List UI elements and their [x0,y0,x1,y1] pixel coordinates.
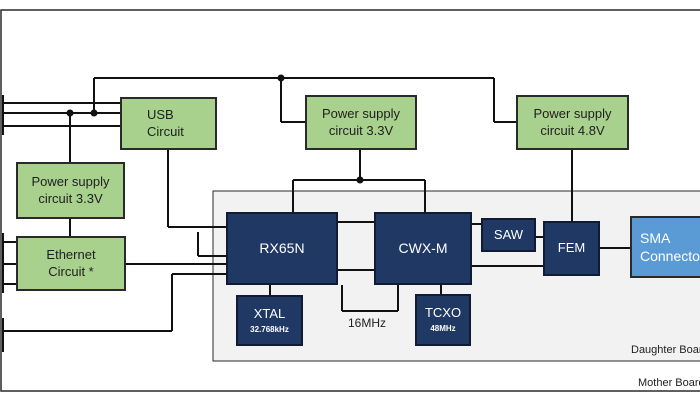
junction-dot [90,109,98,117]
power-supply-left-block: Power supply circuit 3.3V [16,162,125,219]
rx65n-label: RX65N [259,240,305,257]
fem-block: FEM [543,221,600,276]
clock-frequency-label: 16MHz [348,316,387,330]
power-supply-left-line1: Power supply [31,173,110,189]
cwx-m-block: CWX-M [374,212,472,285]
tcxo-frequency: 48MHz [430,324,456,334]
fem-label: FEM [557,240,586,256]
mother-board-label: Mother Board [638,377,700,389]
saw-block: SAW [481,218,536,252]
sma-connector-block: SMA Connector [630,216,700,278]
ethernet-circuit-line1: Ethernet [46,246,96,262]
ethernet-circuit-line2: Circuit * [48,263,94,279]
power-supply-right-line2: circuit 4.8V [540,122,605,138]
xtal-label: XTAL [253,305,286,321]
xtal-frequency: 32.768kHz [250,324,289,334]
tcxo-label: TCXO [424,305,462,321]
saw-label: SAW [493,226,524,242]
rx65n-block: RX65N [226,212,338,285]
daughter-board-label: Daughter Board [631,344,700,356]
mother-board-frame [0,9,700,392]
power-supply-mid-line2: circuit 3.3V [328,122,394,138]
junction-dot [66,109,74,117]
ethernet-circuit-block: Ethernet Circuit * [16,236,126,291]
cwx-m-label: CWX-M [398,240,448,257]
power-supply-right-line1: Power supply [533,105,612,121]
usb-circuit-block: USB Circuit [120,97,217,150]
power-supply-mid-line1: Power supply [321,105,401,121]
junction-dot [356,176,364,184]
junction-dot [277,74,285,82]
tcxo-block: TCXO 48MHz [415,294,471,346]
xtal-block: XTAL 32.768kHz [236,295,303,346]
usb-circuit-line2: Circuit [147,123,184,139]
power-supply-left-line2: circuit 3.3V [38,190,103,206]
sma-connector-line2: Connector [640,248,700,264]
usb-circuit-line1: USB [147,106,174,122]
power-supply-mid-block: Power supply circuit 3.3V [305,95,417,150]
sma-connector-line1: SMA [640,229,671,246]
power-supply-right-block: Power supply circuit 4.8V [516,95,629,150]
